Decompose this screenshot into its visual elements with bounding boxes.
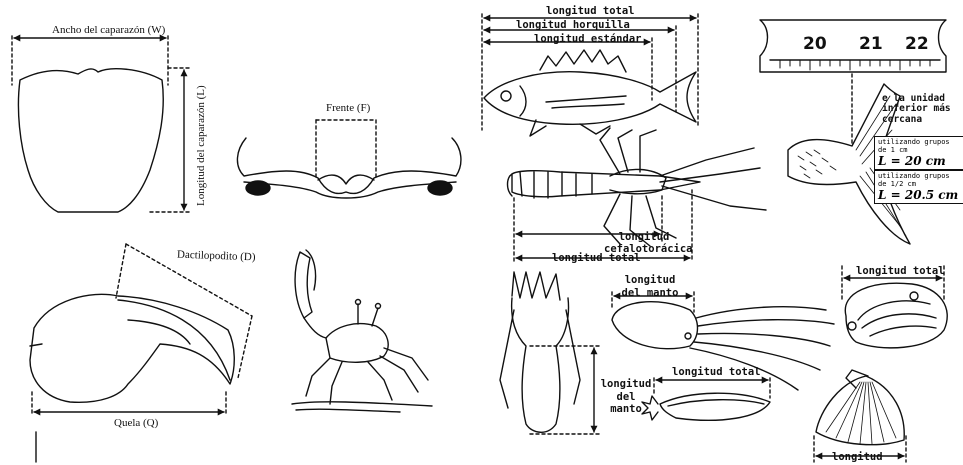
crab-carapace-drawing [12,36,190,212]
scallop-drawing [814,370,906,462]
fish-standard-length-label: longitud estándar [534,34,641,45]
crab-front-drawing [237,120,461,198]
cuttlefish-drawing [642,378,770,420]
ruler-number-22: 22 [905,36,929,53]
ruler-number-20: 20 [803,36,827,53]
claw-label: Quela (Q) [114,418,158,429]
abalone-drawing [842,266,947,348]
fish-total-length-label: longitud total [546,6,635,17]
measure-box-1cm-value: L = 20 cm [878,154,962,168]
squid-total-length-label: longitud total [672,367,761,378]
crab-claw-drawing [30,244,252,462]
measure-box-1cm: utilizando grupos de 1 cm L = 20 cm [874,136,963,170]
carapace-length-label: Longitud del caparazón (L) [196,85,207,206]
ruler-note: e la unidad inferior más cercana [882,94,962,125]
measure-box-halfcm-value: L = 20.5 cm [878,188,962,202]
measure-box-1cm-caption: utilizando grupos de 1 cm [878,138,962,154]
fiddler-crab-drawing [292,250,432,412]
scallop-length-label: longitud [832,452,883,463]
ruler-number-21: 21 [859,36,883,53]
abalone-total-length-label: longitud total [856,266,945,277]
fish-fork-length-label: longitud horquilla [516,20,630,31]
squid-drawing [500,272,600,434]
measure-box-halfcm-caption: utilizando grupos de 1/2 cm [878,172,962,188]
carapace-width-label: Ancho del caparazón (W) [52,25,165,36]
front-label: Frente (F) [326,103,370,114]
octopus-mantle-label: longitud del manto [620,274,680,299]
measure-box-halfcm: utilizando grupos de 1/2 cm L = 20.5 cm [874,170,963,204]
shrimp-total-length-label: longitud total [552,253,641,264]
squid-mantle-label: longitud del manto [598,378,654,416]
